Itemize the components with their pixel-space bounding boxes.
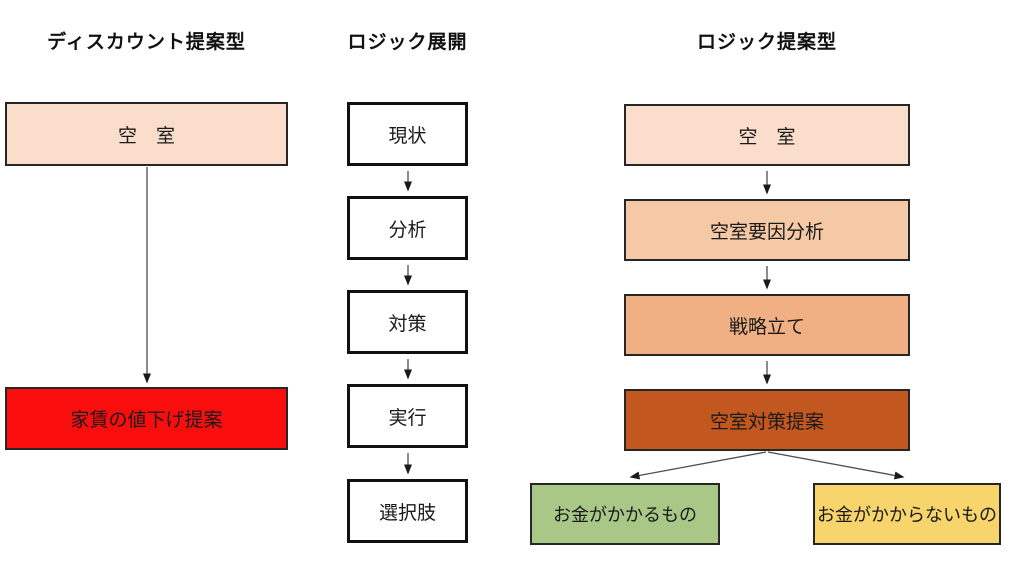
outcome-cost-box: お金がかかるもの [530,483,720,545]
arrow-proposal-to-no-cost-outcome [767,451,905,480]
logic-flow-step-jikkou: 実行 [347,384,468,448]
logic-proposal-analysis-box: 空室要因分析 [624,199,910,261]
outcome-no-cost-box: お金がかからないもの [813,483,1001,545]
logic-proposal-strategy-box: 戦略立て [624,294,910,356]
discount-proposal-box: 家賃の値下げ提案 [5,387,288,450]
logic-flow-column-title: ロジック展開 [347,32,468,53]
discount-column-title: ディスカウント提案型 [47,32,246,53]
discount-vacancy-box: 空 室 [5,102,288,166]
arrow-proposal-to-cost-outcome [629,451,767,480]
logic-proposal-vacancy-box: 空 室 [624,104,910,166]
logic-flow-step-genjou: 現状 [347,102,468,166]
logic-proposal-proposal-box: 空室対策提案 [624,389,910,451]
logic-flow-step-bunseki: 分析 [347,196,468,260]
logic-proposal-column-title: ロジック提案型 [696,32,837,53]
logic-flow-step-sentakushi: 選択肢 [347,479,468,543]
logic-flow-step-taisaku: 対策 [347,290,468,354]
